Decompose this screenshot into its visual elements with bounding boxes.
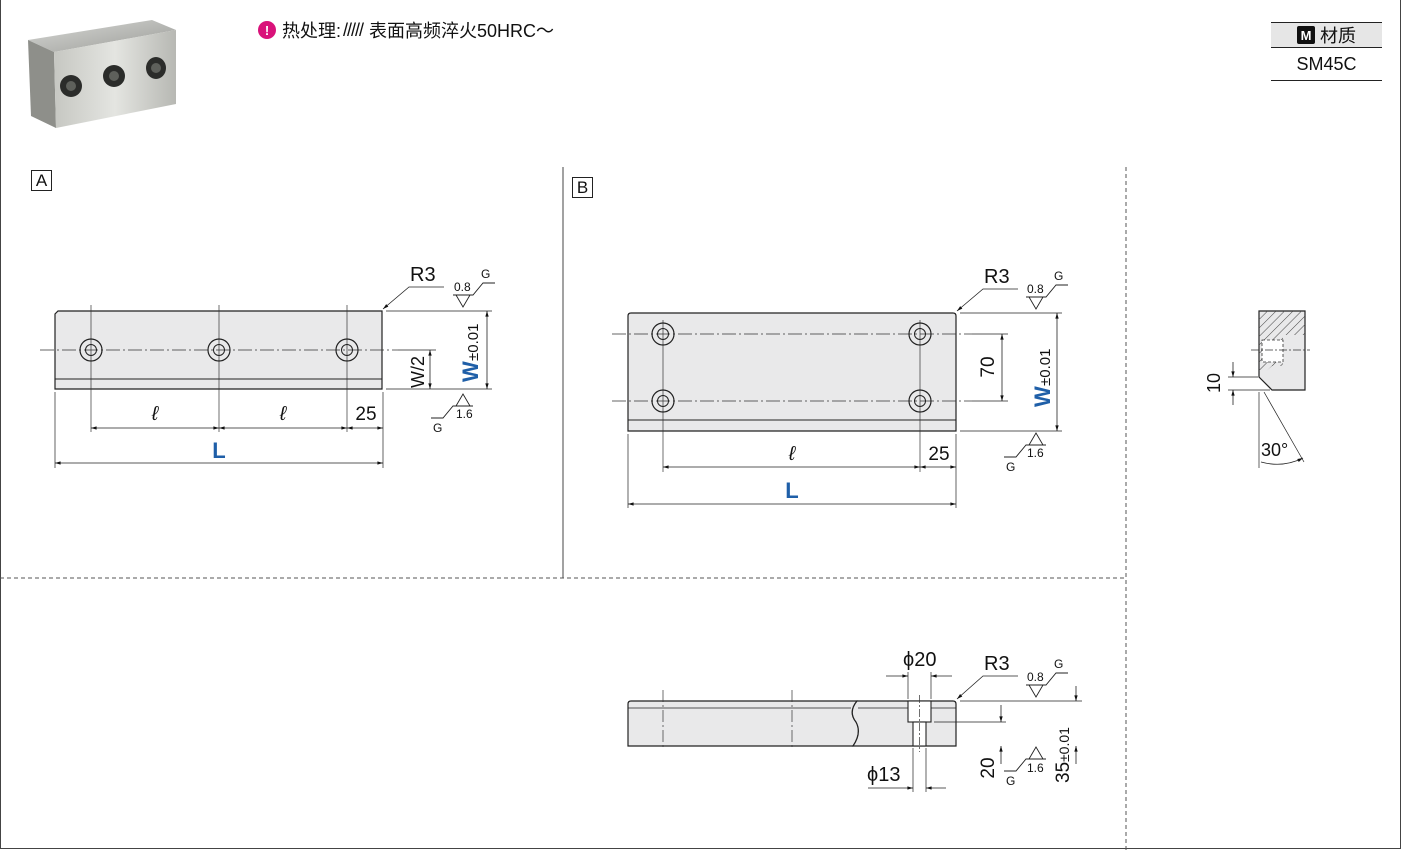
view-b-hole-2 [908,322,932,346]
front-view-height-tol: ±0.01 [1056,727,1072,762]
view-a-grind-bottom: G [433,421,442,435]
view-a-rough-top: 0.8 [454,280,471,294]
material-table: M 材质 SM45C [1271,22,1382,81]
view-b-grind-bottom: G [1006,460,1015,474]
view-a-rough-bottom: 1.6 [456,407,473,421]
heat-treatment-note: ! 热处理: ///// 表面高频淬火50HRC〜 [258,17,554,43]
front-view-grind-bottom: G [1006,774,1015,788]
view-b-hole-1 [651,322,675,346]
product-photo [28,20,176,128]
info-bulb-icon: ! [258,21,276,39]
heat-treatment-label: 热处理: [282,21,342,41]
view-b-r3: R3 [984,266,1010,288]
front-view-grind-top: G [1054,657,1063,671]
view-a-width-tol: ±0.01 [465,324,482,361]
front-view-rough-top: 0.8 [1027,670,1044,684]
front-view-r3: R3 [984,653,1010,675]
front-view: ϕ20 ϕ13 R3 0.8 G 1.6 G 20 35 ±0.01 [627,649,1082,792]
hatch-symbol: ///// [343,19,364,40]
view-a-pitch-1: ℓ [151,403,160,425]
view-b-width: W [1030,386,1055,407]
view-a-grind-top: G [481,267,490,281]
material-icon: M [1297,26,1315,44]
view-a-half-width: W/2 [408,356,428,388]
front-view-hole-dia: ϕ13 [867,764,900,786]
view-b-body [627,312,957,432]
view-b: R3 0.8 G 1.6 G 70 W ±0.01 ℓ 25 L [612,266,1068,508]
front-view-height: 35 [1053,762,1074,783]
front-view-rough-bottom: 1.6 [1027,761,1044,775]
front-view-cb-dia: ϕ20 [903,649,936,671]
view-b-grind-top: G [1054,269,1063,283]
view-b-hole-3 [651,389,675,413]
material-header-label: 材质 [1320,26,1356,46]
material-value: SM45C [1271,48,1382,81]
view-b-length: L [785,478,798,503]
view-b-pitch: ℓ [788,443,797,465]
side-view-angle: 30° [1261,440,1288,460]
material-header: M 材质 [1271,22,1382,48]
view-b-width-tol: ±0.01 [1037,349,1054,386]
view-a-length: L [212,438,225,463]
view-a-r3: R3 [410,264,436,286]
front-view-cb-depth: 20 [978,757,999,778]
view-a-pitch-2: ℓ [279,403,288,425]
side-view-chamfer: 10 [1204,373,1224,393]
view-b-hole-pitch: 70 [978,356,999,377]
view-label-a: A [31,170,52,191]
view-a-hole-1 [79,338,103,362]
view-a-edge: 25 [355,404,376,425]
view-label-b: B [572,177,593,198]
view-b-rough-top: 0.8 [1027,282,1044,296]
view-a: R3 0.8 G 1.6 G W/2 W ±0.01 ℓ ℓ 25 L [40,264,495,468]
view-b-rough-bottom: 1.6 [1027,446,1044,460]
heat-treatment-text: 表面高频淬火50HRC〜 [369,21,555,41]
side-view: 10 30° [1204,310,1310,468]
view-b-hole-4 [908,389,932,413]
view-a-hole-2 [207,338,231,362]
view-b-edge: 25 [928,444,949,465]
view-a-hole-3 [335,338,359,362]
view-a-width: W [458,361,483,382]
